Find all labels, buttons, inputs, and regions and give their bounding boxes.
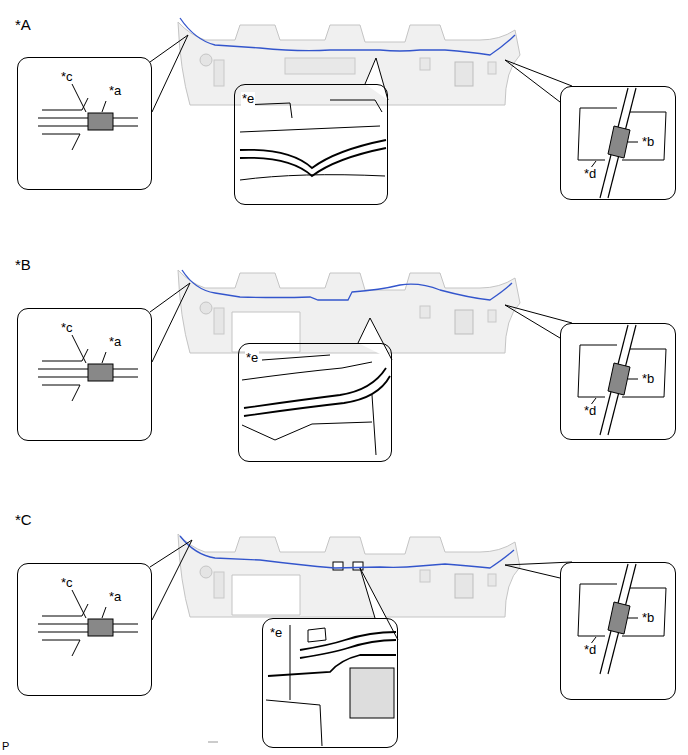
- callout-letter: *d: [583, 404, 597, 418]
- callout-letter: *e: [245, 351, 259, 365]
- zoom-callout-box: *b *d: [560, 562, 676, 700]
- zoom-callout-box: *b *d: [560, 323, 676, 440]
- panel-label: *A: [15, 17, 31, 33]
- zoom-callout-box: *c *a: [17, 57, 152, 190]
- callout-letter: *d: [583, 643, 597, 657]
- callout-letter: *e: [241, 92, 255, 106]
- callout-letter: *e: [269, 626, 283, 640]
- zoom-callout-box: *e: [262, 618, 398, 748]
- callout-letter: *d: [583, 167, 597, 181]
- zoom-callout-box: *e: [234, 84, 388, 205]
- panel-label: *C: [15, 512, 32, 528]
- callout-letter: *b: [641, 372, 655, 386]
- callout-letter: *b: [641, 135, 655, 149]
- zoom-callout-box: *b *d: [560, 86, 676, 200]
- panel-label: *B: [15, 257, 31, 273]
- zoom-callout-box: *c *a: [17, 563, 152, 696]
- callout-letter: *c: [60, 321, 74, 335]
- callout-letter: *a: [108, 335, 122, 349]
- zoom-callout-box: *c *a: [17, 308, 152, 441]
- page-mark: P: [2, 738, 9, 754]
- callout-letter: *a: [108, 590, 122, 604]
- callout-letter: *b: [641, 611, 655, 625]
- callout-letter: *c: [60, 576, 74, 590]
- callout-letter: *c: [60, 70, 74, 84]
- zoom-callout-box: *e: [238, 343, 392, 462]
- callout-letter: *a: [108, 84, 122, 98]
